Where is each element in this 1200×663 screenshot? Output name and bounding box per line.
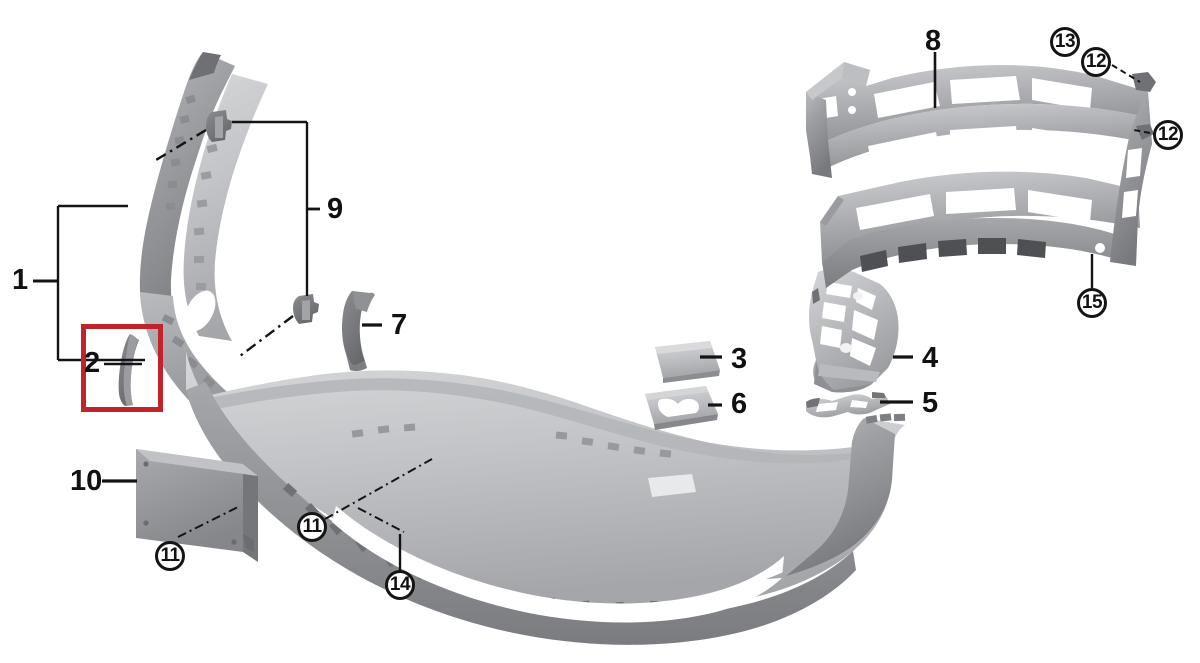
part-expanding-clip-upper <box>206 110 232 142</box>
part-tow-eye-cover <box>655 341 720 383</box>
callout-15-circled: 15 <box>1077 288 1107 318</box>
callout-8: 8 <box>925 25 942 57</box>
callout-7: 7 <box>391 309 408 341</box>
callout-5: 5 <box>922 387 939 419</box>
callout-12-circled: 12 <box>1081 47 1111 77</box>
part-bumper-cover-main <box>139 52 906 645</box>
callout-11-circled: 11 <box>297 512 327 542</box>
part-trim-blade-small <box>118 334 139 406</box>
callout-9: 9 <box>327 193 344 225</box>
callout-10: 10 <box>70 465 103 497</box>
part-plate-base-panel <box>136 449 258 562</box>
part-tow-eye-frame <box>645 386 718 430</box>
callout-6: 6 <box>731 388 748 420</box>
red-highlight-box <box>81 324 163 412</box>
callout-13-circled: 13 <box>1050 27 1080 57</box>
leader-lines <box>33 52 1094 570</box>
part-expanding-clip-lower <box>293 294 319 324</box>
callout-2: 2 <box>84 347 101 379</box>
dash-dot-leaders <box>155 128 294 357</box>
part-side-lattice-bracket <box>809 269 899 393</box>
callout-3: 3 <box>731 343 748 375</box>
part-corner-trim-strip <box>342 291 375 372</box>
carrier-fastener-leaders <box>1111 64 1151 134</box>
callout-4: 4 <box>922 342 939 374</box>
fastener-leaders <box>177 458 433 538</box>
part-lower-side-rail <box>806 392 890 418</box>
callout-1: 1 <box>12 264 29 296</box>
callout-12-circled: 12 <box>1153 120 1183 150</box>
callout-11-circled: 11 <box>155 541 185 571</box>
part-bumper-carrier <box>806 62 1156 288</box>
callout-14-circled: 14 <box>385 570 415 600</box>
